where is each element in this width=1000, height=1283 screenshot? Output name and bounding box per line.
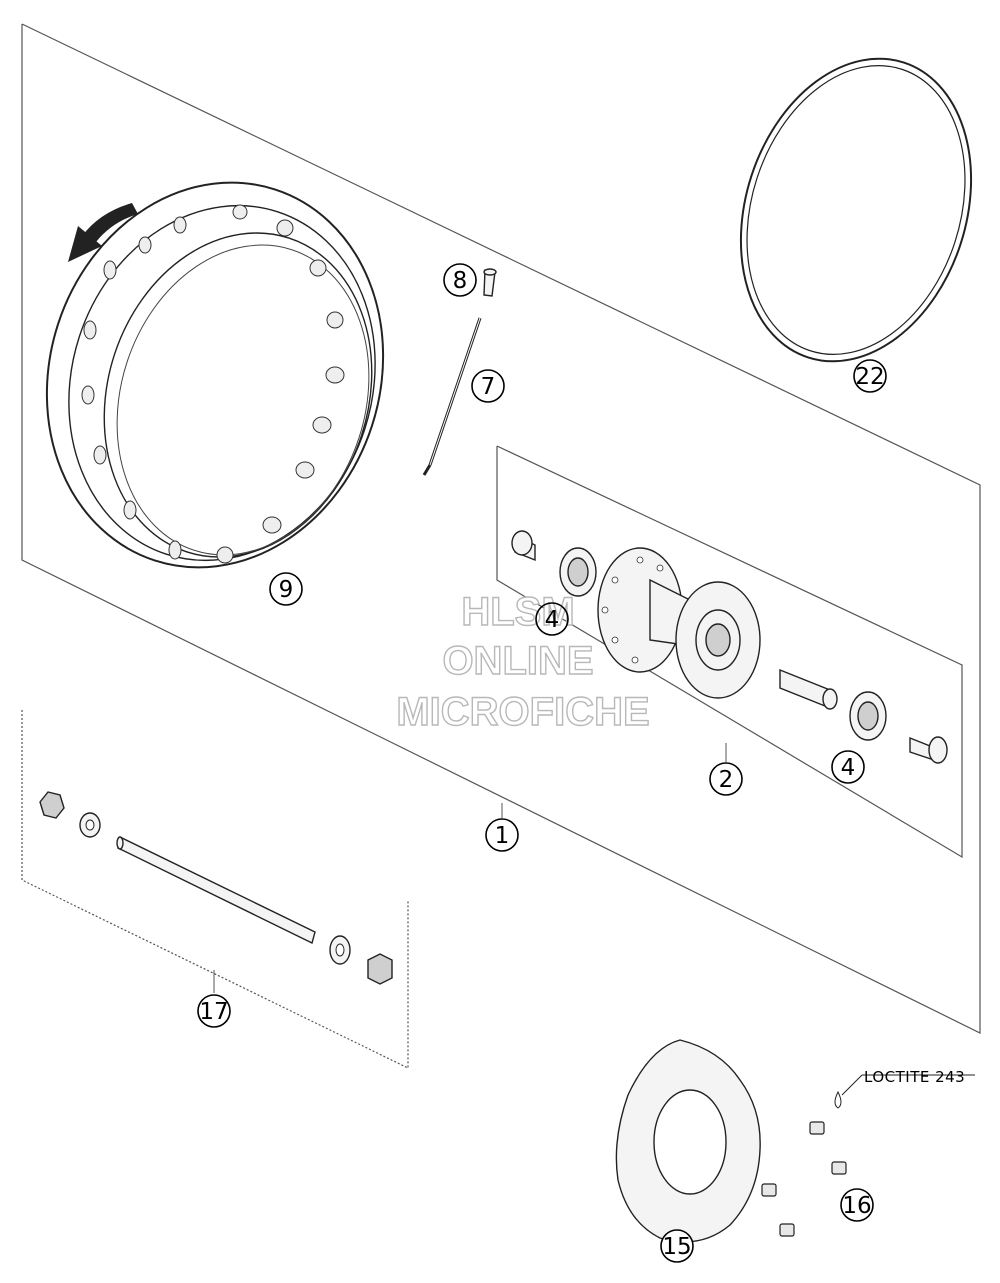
callout-1: 1 — [485, 818, 519, 852]
callout-22-label: 22 — [855, 364, 884, 390]
axle-washer-left — [79, 812, 101, 838]
hub-spacer-right — [909, 736, 948, 764]
hub-body-part — [597, 547, 761, 699]
callout-17-label: 17 — [199, 999, 228, 1025]
axle-assembly-frame — [21, 710, 409, 1069]
callout-15-label: 15 — [662, 1234, 691, 1260]
callout-1-label: 1 — [495, 823, 510, 849]
hub-spacer-left — [511, 530, 536, 562]
callout-7-label: 7 — [481, 374, 496, 400]
callout-7: 7 — [471, 369, 505, 403]
callout-2: 2 — [709, 762, 743, 796]
axle-nut-right — [367, 953, 393, 985]
callout-17: 17 — [197, 994, 231, 1028]
watermark-line3: MICROFICHE — [396, 690, 649, 734]
callout-16-label: 16 — [842, 1193, 871, 1219]
hub-assembly-frame — [496, 445, 963, 859]
callout-9-label: 9 — [279, 577, 294, 603]
callout-9: 9 — [269, 572, 303, 606]
callout-4b: 4 — [831, 750, 865, 784]
rim-band-part — [739, 57, 973, 363]
hub-spacer-tube — [779, 668, 838, 710]
callout-2-label: 2 — [719, 767, 734, 793]
rotation-arrow-icon — [68, 203, 138, 262]
callout-16: 16 — [840, 1188, 874, 1222]
brake-disc-part — [615, 1039, 761, 1243]
watermark-line2: ONLINE — [442, 639, 593, 683]
callout-4b-label: 4 — [841, 755, 856, 781]
disc-screws-part — [761, 1121, 847, 1237]
axle-washer-right — [329, 935, 351, 965]
callout-8: 8 — [443, 263, 477, 297]
watermark-line1: HLSM — [461, 590, 574, 634]
callout-22: 22 — [853, 359, 887, 393]
leader-lines — [213, 743, 727, 993]
rim-part — [45, 181, 385, 569]
bearing-right-part — [849, 691, 887, 741]
callout-4a-label: 4 — [545, 607, 560, 633]
wheel-assembly-frame — [21, 23, 981, 1034]
spoke-part — [422, 317, 482, 476]
callout-8-label: 8 — [453, 268, 468, 294]
axle-nut-left — [39, 791, 65, 819]
callout-15: 15 — [660, 1229, 694, 1263]
axle-shaft-part — [116, 836, 316, 945]
bearing-left-part — [559, 547, 597, 597]
spoke-nipple-part — [483, 268, 497, 297]
watermark: HLSM ONLINE MICROFICHE — [396, 589, 651, 734]
callout-4a: 4 — [535, 602, 569, 636]
loctite-drop-icon — [834, 1074, 975, 1109]
loctite-note: LOCTITE 243 — [864, 1068, 965, 1086]
